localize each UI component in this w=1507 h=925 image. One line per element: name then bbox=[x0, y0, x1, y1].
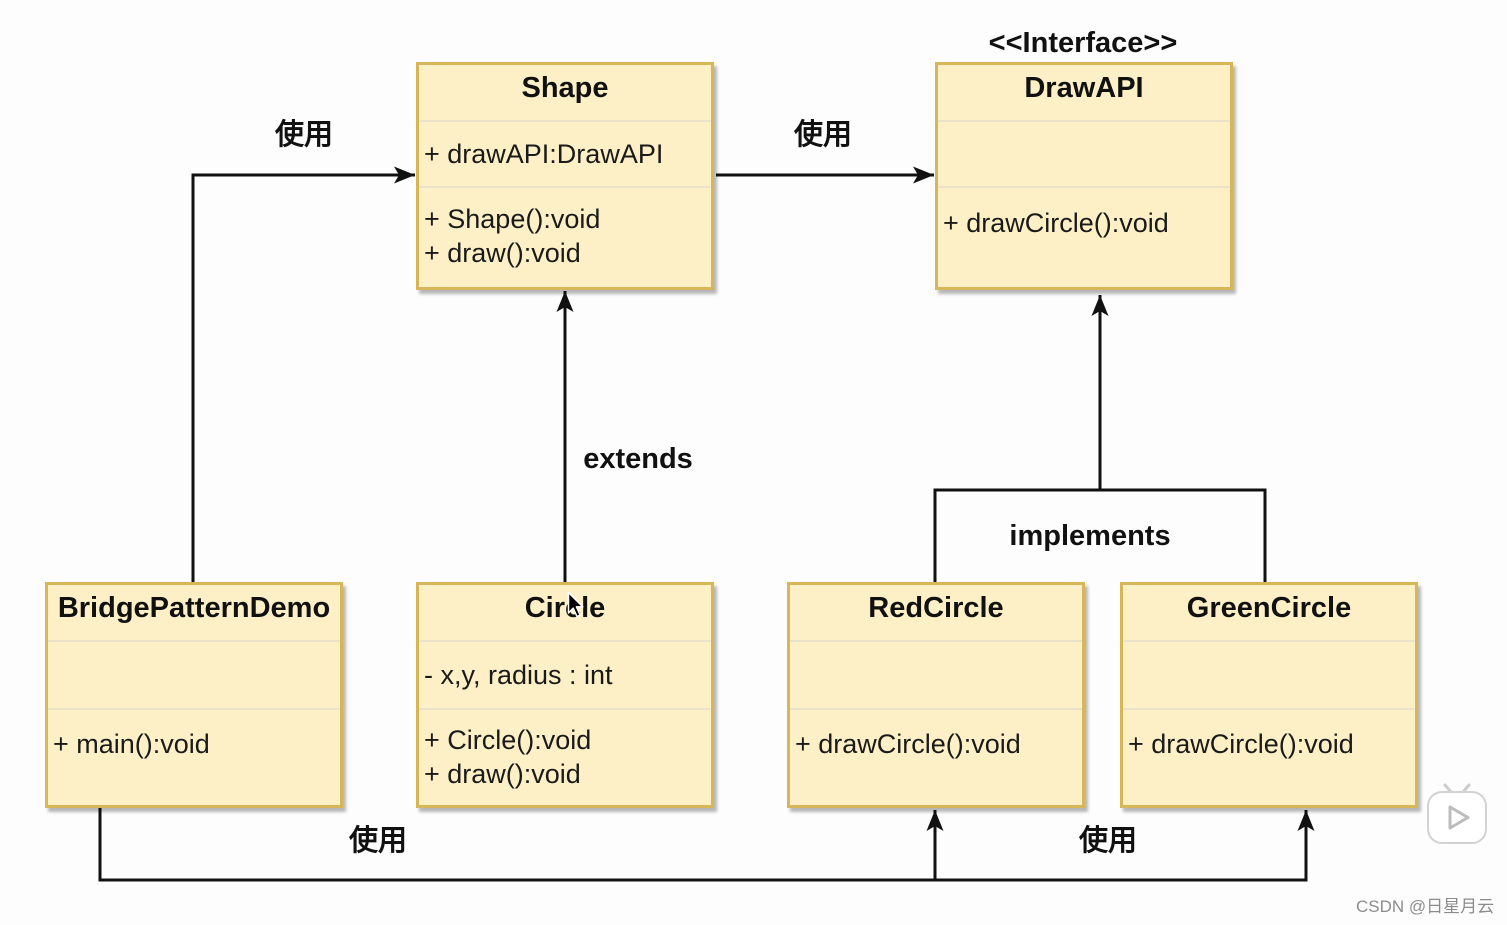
class-name-greencircle: GreenCircle bbox=[1123, 585, 1415, 642]
method-row: + drawCircle():void bbox=[943, 208, 1169, 238]
class-name-shape: Shape bbox=[419, 65, 711, 122]
method-row: + draw():void bbox=[424, 238, 581, 268]
attributes-section bbox=[790, 642, 1082, 710]
label-demo-uses-greencircle: 使用 bbox=[1078, 825, 1138, 857]
methods-section: + Shape():void + draw():void bbox=[419, 188, 711, 287]
method-row: + drawCircle():void bbox=[795, 729, 1021, 759]
attribute-row: - x,y, radius : int bbox=[424, 660, 613, 690]
mouse-cursor-icon bbox=[567, 591, 584, 618]
class-box-bridgepatterndemo: BridgePatternDemo + main():void bbox=[45, 582, 343, 808]
attributes-section bbox=[1123, 642, 1415, 710]
attributes-section bbox=[48, 642, 340, 710]
methods-section: + drawCircle():void bbox=[790, 710, 1082, 805]
label-circle-extends-shape: extends bbox=[583, 443, 693, 475]
class-name-bridgepatterndemo: BridgePatternDemo bbox=[48, 585, 340, 642]
label-implements: implements bbox=[1009, 520, 1171, 552]
class-box-redcircle: RedCircle + drawCircle():void bbox=[787, 582, 1085, 808]
label-shape-uses-drawapi: 使用 bbox=[793, 119, 853, 151]
class-box-shape: Shape + drawAPI:DrawAPI + Shape():void +… bbox=[416, 62, 714, 290]
class-box-circle: Circle - x,y, radius : int + Circle():vo… bbox=[416, 582, 714, 808]
attributes-section bbox=[938, 122, 1230, 188]
method-row: + drawCircle():void bbox=[1128, 729, 1354, 759]
association-arrow-demo-to-greencircle bbox=[98, 806, 1315, 882]
label-demo-uses-shape: 使用 bbox=[274, 119, 334, 151]
method-row: + Shape():void bbox=[424, 204, 601, 234]
class-box-drawapi: DrawAPI + drawCircle():void bbox=[935, 62, 1233, 290]
methods-section: + drawCircle():void bbox=[938, 188, 1230, 287]
watermark-text: CSDN @日星月云 bbox=[1356, 897, 1495, 916]
attributes-section: - x,y, radius : int bbox=[419, 642, 711, 710]
class-name-circle: Circle bbox=[419, 585, 711, 642]
method-row: + main():void bbox=[53, 729, 210, 759]
attributes-section: + drawAPI:DrawAPI bbox=[419, 122, 711, 188]
association-arrow-demo-to-shape bbox=[191, 166, 415, 583]
class-name-drawapi: DrawAPI bbox=[938, 65, 1230, 122]
method-row: + Circle():void bbox=[424, 725, 592, 755]
play-button-icon[interactable] bbox=[1426, 781, 1488, 845]
method-row: + draw():void bbox=[424, 759, 581, 789]
methods-section: + drawCircle():void bbox=[1123, 710, 1415, 805]
class-name-redcircle: RedCircle bbox=[790, 585, 1082, 642]
interface-stereotype-label: <<Interface>> bbox=[988, 27, 1178, 59]
label-demo-uses-redcircle: 使用 bbox=[348, 825, 408, 857]
methods-section: + main():void bbox=[48, 710, 340, 805]
methods-section: + Circle():void + draw():void bbox=[419, 710, 711, 805]
class-box-greencircle: GreenCircle + drawCircle():void bbox=[1120, 582, 1418, 808]
attribute-row: + drawAPI:DrawAPI bbox=[424, 139, 664, 169]
